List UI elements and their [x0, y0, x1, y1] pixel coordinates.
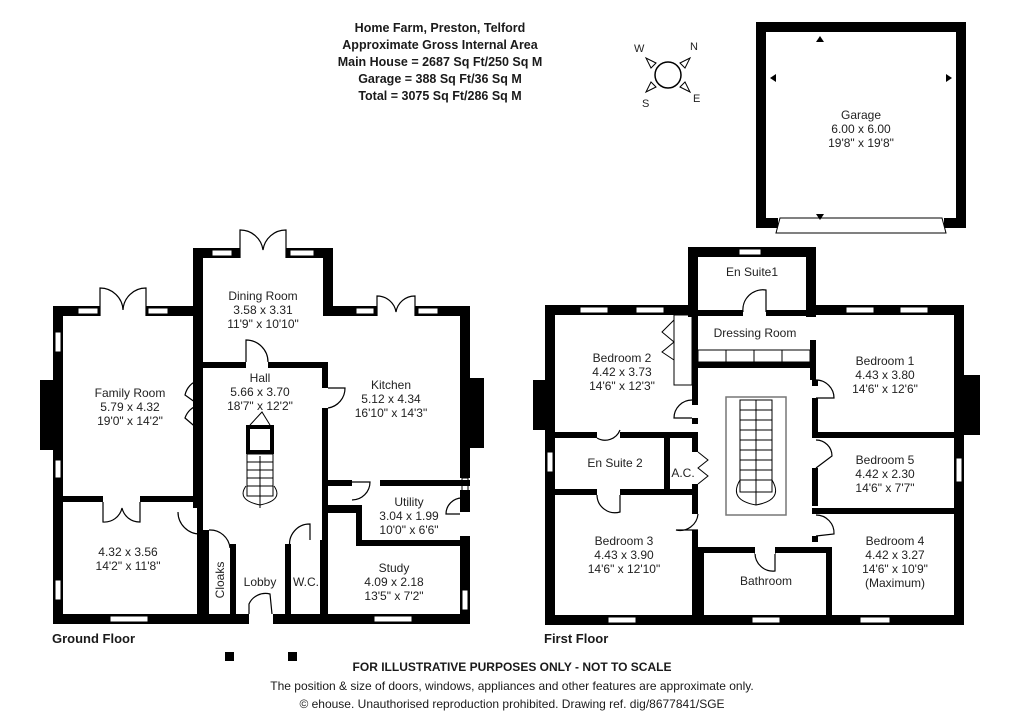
compass-north: N: [690, 41, 698, 53]
bedroom3-imperial: 14'6" x 12'10": [588, 562, 661, 576]
hall-imperial: 18'7" x 12'2": [227, 399, 293, 413]
compass-icon: W N S E: [634, 41, 700, 110]
study-imperial: 13'5" x 7'2": [364, 589, 423, 603]
ac-name: A.C.: [671, 466, 694, 480]
unnamed-room-metric: 4.32 x 3.56: [98, 545, 158, 559]
compass-west: W: [634, 43, 645, 55]
family-room-name: Family Room: [95, 386, 166, 400]
utility-name: Utility: [394, 495, 423, 509]
garage-name: Garage: [841, 108, 881, 122]
bedroom3-name: Bedroom 3: [595, 534, 654, 548]
property-title: Home Farm, Preston, Telford: [354, 21, 526, 35]
bedroom4-imperial: 14'6" x 10'9": [862, 562, 928, 576]
bedroom2-metric: 4.42 x 3.73: [592, 365, 652, 379]
ground-floor-plan: [40, 229, 484, 624]
garage-plan: [756, 22, 966, 234]
garage-imperial: 19'8" x 19'8": [828, 136, 894, 150]
utility-metric: 3.04 x 1.99: [379, 509, 439, 523]
bedroom5-imperial: 14'6" x 7'7": [855, 481, 914, 495]
bedroom5-name: Bedroom 5: [856, 453, 915, 467]
bedroom5-metric: 4.42 x 2.30: [855, 467, 915, 481]
compass-east: E: [693, 93, 700, 105]
area-header: Home Farm, Preston, Telford Approximate …: [290, 20, 590, 105]
bedroom2-imperial: 14'6" x 12'3": [589, 379, 655, 393]
ensuite2-name: En Suite 2: [587, 456, 643, 470]
cloaks-name: Cloaks: [213, 562, 227, 599]
lobby-name: Lobby: [244, 575, 277, 589]
family-room-imperial: 19'0" x 14'2": [97, 414, 163, 428]
disclaimer: FOR ILLUSTRATIVE PURPOSES ONLY - NOT TO …: [352, 660, 672, 674]
total-area: Total = 3075 Sq Ft/286 Sq M: [358, 89, 522, 103]
dining-room-name: Dining Room: [228, 289, 297, 303]
approximation-note: The position & size of doors, windows, a…: [270, 679, 754, 693]
study-name: Study: [379, 561, 410, 575]
bedroom1-name: Bedroom 1: [856, 354, 915, 368]
ground-floor-label: Ground Floor: [52, 631, 135, 646]
hall-name: Hall: [250, 371, 271, 385]
compass-south: S: [642, 98, 649, 110]
bedroom4-name: Bedroom 4: [866, 534, 925, 548]
area-subtitle: Approximate Gross Internal Area: [342, 38, 538, 52]
ensuite1-name: En Suite1: [726, 265, 778, 279]
dining-room-metric: 3.58 x 3.31: [233, 303, 293, 317]
main-house-area: Main House = 2687 Sq Ft/250 Sq M: [337, 55, 543, 69]
marker-square: [288, 652, 297, 661]
bedroom4-metric: 4.42 x 3.27: [865, 548, 925, 562]
dressing-room-name: Dressing Room: [714, 326, 797, 340]
garage-metric: 6.00 x 6.00: [831, 122, 891, 136]
marker-square: [225, 652, 234, 661]
bedroom3-metric: 4.43 x 3.90: [594, 548, 654, 562]
first-floor-label: First Floor: [544, 631, 608, 646]
kitchen-imperial: 16'10" x 14'3": [355, 406, 428, 420]
kitchen-metric: 5.12 x 4.34: [361, 392, 421, 406]
kitchen-name: Kitchen: [371, 378, 411, 392]
bedroom1-metric: 4.43 x 3.80: [855, 368, 915, 382]
unnamed-room-imperial: 14'2" x 11'8": [96, 559, 161, 573]
utility-imperial: 10'0" x 6'6": [379, 523, 438, 537]
family-room-metric: 5.79 x 4.32: [100, 400, 160, 414]
copyright: © ehouse. Unauthorised reproduction proh…: [299, 697, 725, 711]
bedroom1-imperial: 14'6" x 12'6": [852, 382, 918, 396]
bedroom4-note: (Maximum): [865, 576, 925, 590]
bedroom2-name: Bedroom 2: [593, 351, 652, 365]
wc-name: W.C.: [293, 575, 319, 589]
dining-room-imperial: 11'9" x 10'10": [227, 317, 299, 331]
bathroom-name: Bathroom: [740, 574, 792, 588]
garage-area: Garage = 388 Sq Ft/36 Sq M: [358, 72, 522, 86]
first-floor-plan: [533, 247, 980, 625]
hall-metric: 5.66 x 3.70: [230, 385, 290, 399]
study-metric: 4.09 x 2.18: [364, 575, 424, 589]
